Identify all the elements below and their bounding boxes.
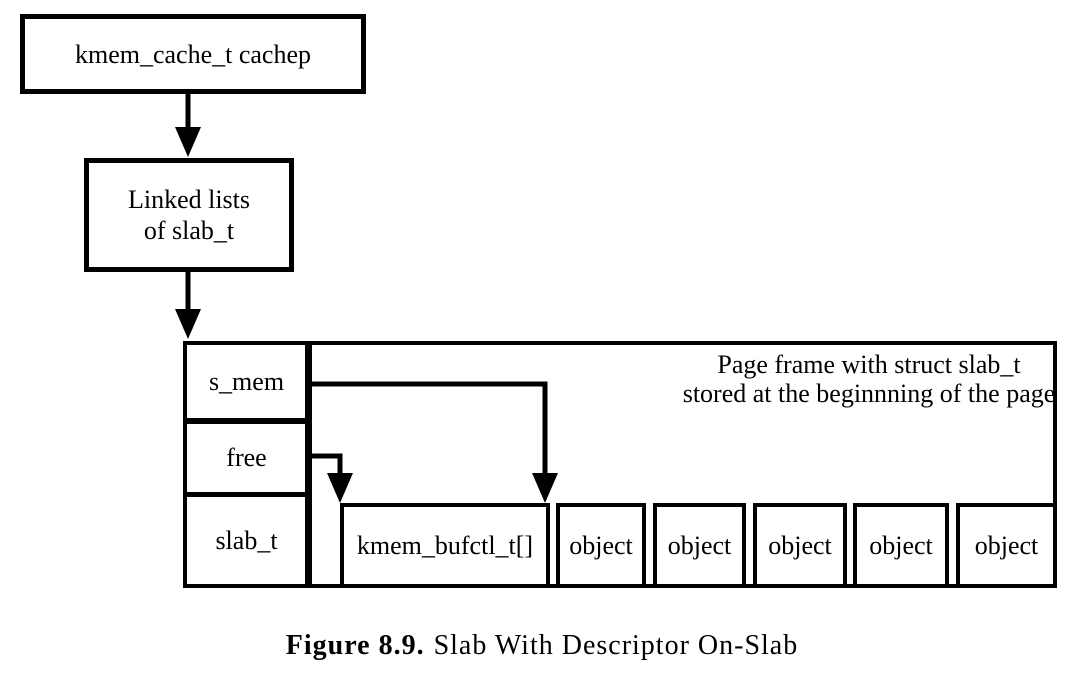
slab-column-divider [305, 341, 312, 588]
free-slab-t-divider [183, 492, 309, 497]
s-mem-cell: s_mem [188, 345, 305, 418]
linked-lists-line1: Linked lists [127, 185, 251, 214]
free-label: free [226, 443, 267, 472]
s-mem-free-divider [183, 418, 309, 424]
object-box-4: object [853, 503, 949, 588]
arrow-linked-lists-to-slab [175, 270, 201, 339]
linked-lists-line2: of slab_t [143, 216, 235, 245]
linked-lists-box: Linked lists of slab_t [84, 158, 294, 272]
slab-t-label: slab_t [215, 525, 278, 555]
slab-t-cell: slab_t [188, 497, 305, 584]
object-label: object [869, 531, 933, 560]
figure-number: Figure 8.9. [285, 630, 425, 661]
page-frame-note-line2: stored at the beginnning of the page [682, 379, 1056, 408]
object-box-5: object [956, 503, 1057, 588]
object-label: object [974, 531, 1039, 560]
cachep-box: kmem_cache_t cachep [20, 14, 366, 94]
free-cell: free [188, 424, 305, 492]
kmem-bufctl-box: kmem_bufctl_t[] [340, 503, 550, 588]
figure-caption: Figure 8.9. Slab With Descriptor On-Slab [0, 630, 1084, 662]
object-label: object [667, 531, 732, 560]
kmem-bufctl-label: kmem_bufctl_t[] [356, 531, 534, 560]
arrow-cachep-to-linked-lists [175, 92, 201, 157]
object-label: object [569, 531, 633, 560]
object-box-2: object [653, 503, 746, 588]
cachep-label: kmem_cache_t cachep [74, 39, 312, 69]
page-frame-note-line1: Page frame with struct slab_t [717, 350, 1021, 379]
object-box-1: object [556, 503, 646, 588]
figure-title: Slab With Descriptor On-Slab [433, 630, 799, 661]
page-frame-note: Page frame with struct slab_t stored at … [678, 350, 1060, 408]
object-label: object [768, 531, 832, 560]
s-mem-label: s_mem [208, 366, 285, 396]
object-box-3: object [753, 503, 847, 588]
